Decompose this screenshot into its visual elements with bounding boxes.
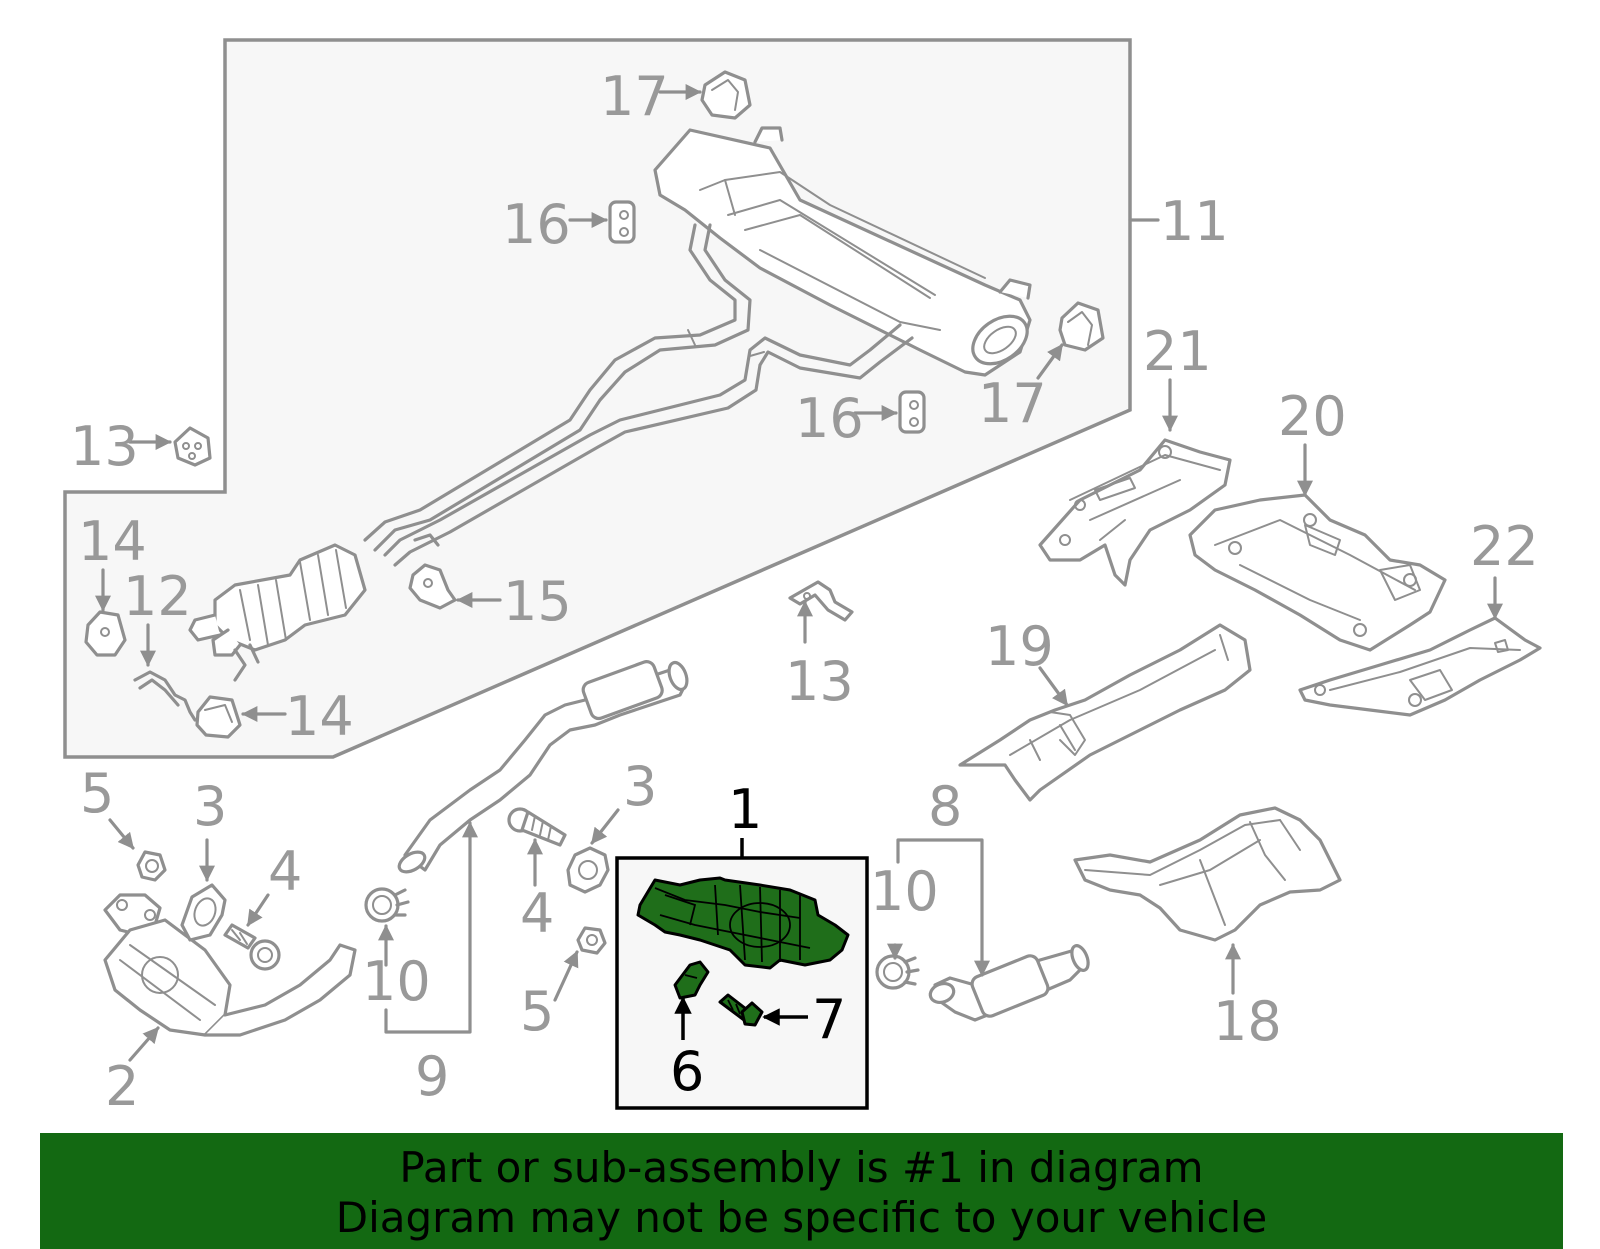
bolt-4-left <box>223 923 281 971</box>
callout-6: 6 <box>670 1040 704 1103</box>
callout-17-top: 17 <box>600 65 669 128</box>
callout-15: 15 <box>503 570 572 633</box>
isolator-14-upper <box>84 610 127 657</box>
banner-line-2: Diagram may not be specific to your vehi… <box>335 1193 1268 1242</box>
part-1-highlight-box <box>615 838 869 1110</box>
callout-3-left: 3 <box>193 775 227 838</box>
callout-4-left: 4 <box>268 840 302 903</box>
callout-10-right: 10 <box>870 860 939 923</box>
isolator-16-upper <box>608 200 636 244</box>
leader-lines <box>95 84 1503 1062</box>
bolt-4-middle <box>507 807 567 847</box>
callout-5-right: 5 <box>520 980 554 1043</box>
rear-pipe-8 <box>928 944 1090 1022</box>
rear-muffler-assembly <box>653 126 1032 377</box>
isolator-14-lower <box>195 695 242 739</box>
callout-14-lower: 14 <box>285 685 354 748</box>
front-catalytic-converter-2 <box>103 893 357 1037</box>
front-resonator <box>188 543 367 682</box>
clamp-10-right <box>875 954 920 990</box>
intermediate-pipes <box>363 223 914 567</box>
gasket-3-left <box>180 883 227 942</box>
callout-20: 20 <box>1278 385 1347 448</box>
callout-11: 11 <box>1160 190 1229 253</box>
clamp-10-left <box>364 887 410 923</box>
callout-13-box: 13 <box>70 415 139 478</box>
nut-5-left <box>136 850 167 882</box>
info-banner: Part or sub-assembly is #1 in diagram Di… <box>40 1133 1563 1249</box>
callout-2: 2 <box>105 1055 139 1118</box>
callout-13-outside: 13 <box>785 650 854 713</box>
callout-9: 9 <box>415 1045 449 1108</box>
callout-22: 22 <box>1470 515 1539 578</box>
isolator-13-box <box>173 426 212 467</box>
callout-17-right: 17 <box>978 372 1047 435</box>
callout-1: 1 <box>728 778 762 841</box>
leader-lines-main <box>674 996 808 1040</box>
callout-12: 12 <box>123 565 192 628</box>
heat-shield-22 <box>1298 616 1542 717</box>
isolator-16-lower <box>898 390 926 434</box>
callout-21: 21 <box>1143 320 1212 383</box>
callout-4-middle: 4 <box>520 882 554 945</box>
callout-7: 7 <box>812 988 846 1051</box>
heat-shield-21 <box>1038 438 1232 587</box>
banner-line-1: Part or sub-assembly is #1 in diagram <box>399 1143 1204 1192</box>
callout-8: 8 <box>928 775 962 838</box>
callout-3-right: 3 <box>623 755 657 818</box>
isolator-17-top <box>700 70 752 120</box>
heat-shield-19 <box>958 623 1252 802</box>
callout-10-left: 10 <box>362 950 431 1013</box>
isolator-17-right <box>1058 301 1105 352</box>
nut-5-right <box>576 926 607 955</box>
callout-14-upper: 14 <box>78 510 147 573</box>
callout-labels: 17 16 11 17 16 13 14 12 14 15 13 21 20 2… <box>70 65 1539 1118</box>
callout-19: 19 <box>985 615 1054 678</box>
heat-shield-18 <box>1073 806 1342 942</box>
callout-18: 18 <box>1213 990 1282 1053</box>
part-7-bolt <box>718 993 764 1027</box>
callout-16-lower: 16 <box>795 387 864 450</box>
bracket-15 <box>408 533 457 610</box>
part-1-catalytic-converter <box>636 876 850 970</box>
center-pipe-9 <box>397 660 689 874</box>
callout-16-upper: 16 <box>502 193 571 256</box>
callout-5-left: 5 <box>80 762 114 825</box>
hanger-12 <box>133 670 197 722</box>
heat-shield-20 <box>1188 493 1447 652</box>
bracket-13 <box>788 580 854 622</box>
gasket-3-right <box>566 846 610 894</box>
